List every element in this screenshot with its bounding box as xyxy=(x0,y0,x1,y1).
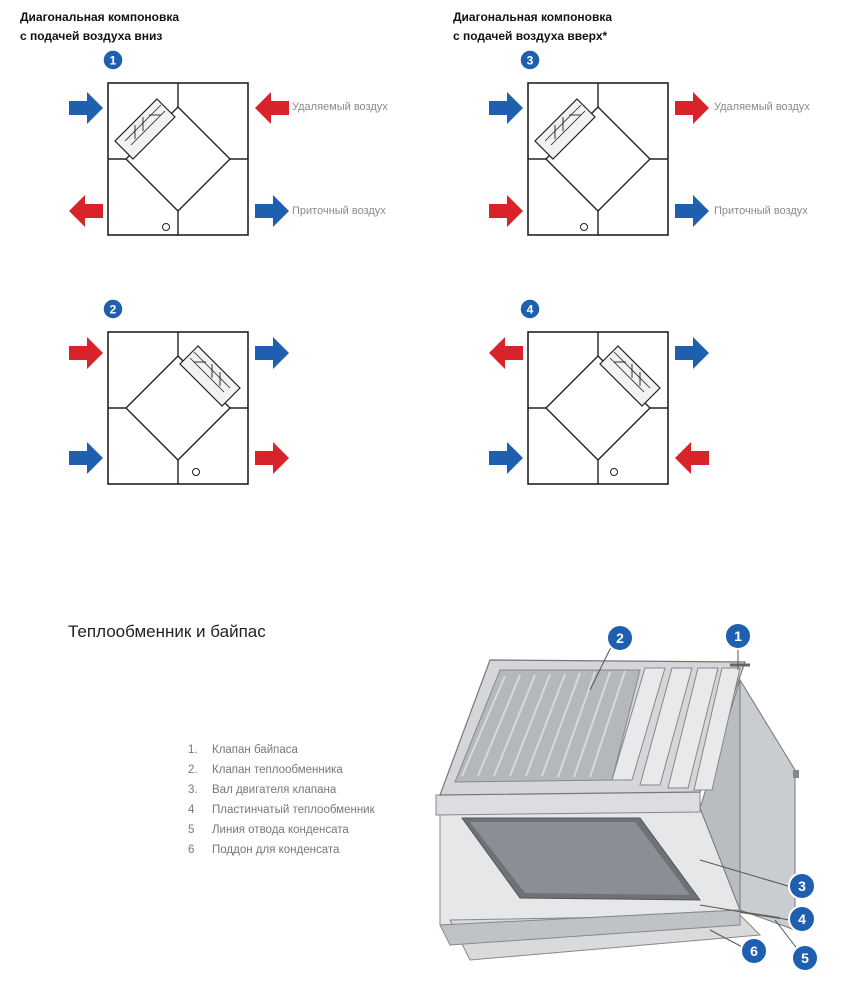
drain-icon-4 xyxy=(610,468,618,476)
svg-text:2: 2 xyxy=(616,630,624,646)
red-arrow-icon xyxy=(69,337,103,369)
callout-badge-1: 1 xyxy=(724,622,752,650)
callout-badge-4: 4 xyxy=(788,905,816,933)
exhaust-air-label-1: Удаляемый воздух xyxy=(292,101,388,113)
callout-badge-3: 3 xyxy=(788,872,816,900)
blue-arrow-icon xyxy=(489,92,523,124)
red-arrow-icon xyxy=(255,92,289,124)
unit-3 xyxy=(527,82,669,236)
legend: 1.Клапан байпаса 2.Клапан теплообменника… xyxy=(188,740,375,860)
svg-text:3: 3 xyxy=(527,54,534,68)
blue-arrow-icon xyxy=(489,442,523,474)
supply-air-label-3: Приточный воздух xyxy=(714,205,808,217)
section-title: Теплообменник и байпас xyxy=(68,622,266,641)
layout-badge-4: 4 xyxy=(519,298,541,320)
panel-title-left: Диагональная компоновка с подачей воздух… xyxy=(20,10,180,43)
svg-text:6: 6 xyxy=(750,943,758,959)
callout-badge-5: 5 xyxy=(791,944,819,972)
svg-text:4: 4 xyxy=(798,911,806,927)
layout-badge-2: 2 xyxy=(102,298,124,320)
red-arrow-icon xyxy=(69,195,103,227)
blue-arrow-icon xyxy=(69,92,103,124)
unit-1 xyxy=(107,82,249,236)
blue-arrow-icon xyxy=(255,337,289,369)
drain-icon-3 xyxy=(580,223,588,231)
red-arrow-icon xyxy=(489,195,523,227)
svg-text:1: 1 xyxy=(734,628,742,644)
blue-arrow-icon xyxy=(255,195,289,227)
red-arrow-icon xyxy=(675,442,709,474)
svg-text:4: 4 xyxy=(527,303,534,317)
blue-arrow-icon xyxy=(675,195,709,227)
legend-item: 1.Клапан байпаса xyxy=(188,744,298,756)
svg-text:3: 3 xyxy=(798,878,806,894)
red-arrow-icon xyxy=(675,92,709,124)
drain-icon-2 xyxy=(192,468,200,476)
callout-badge-2: 2 xyxy=(606,624,634,652)
heat-exchanger-illustration xyxy=(435,659,799,961)
legend-item: 3.Вал двигателя клапана xyxy=(188,784,337,796)
layout-badge-1: 1 xyxy=(102,49,124,71)
blue-arrow-icon xyxy=(675,337,709,369)
unit-2 xyxy=(107,331,249,485)
airflow-arrows xyxy=(69,92,709,474)
exhaust-air-label-3: Удаляемый воздух xyxy=(714,101,810,113)
layout-badges: 1 2 3 4 xyxy=(102,49,541,320)
svg-text:2: 2 xyxy=(110,303,117,317)
supply-air-label-1: Приточный воздух xyxy=(292,205,386,217)
layout-badge-3: 3 xyxy=(519,49,541,71)
callout-badge-6: 6 xyxy=(740,937,768,965)
panel-title-right: Диагональная компоновка с подачей воздух… xyxy=(453,10,613,43)
legend-item: 2.Клапан теплообменника xyxy=(188,764,343,776)
blue-arrow-icon xyxy=(69,442,103,474)
unit-4 xyxy=(527,331,669,485)
drain-icon-1 xyxy=(162,223,170,231)
svg-text:1: 1 xyxy=(110,54,117,68)
svg-text:5: 5 xyxy=(801,950,809,966)
red-arrow-icon xyxy=(489,337,523,369)
red-arrow-icon xyxy=(255,442,289,474)
callouts: 2 1 3 4 5 6 xyxy=(589,622,819,972)
